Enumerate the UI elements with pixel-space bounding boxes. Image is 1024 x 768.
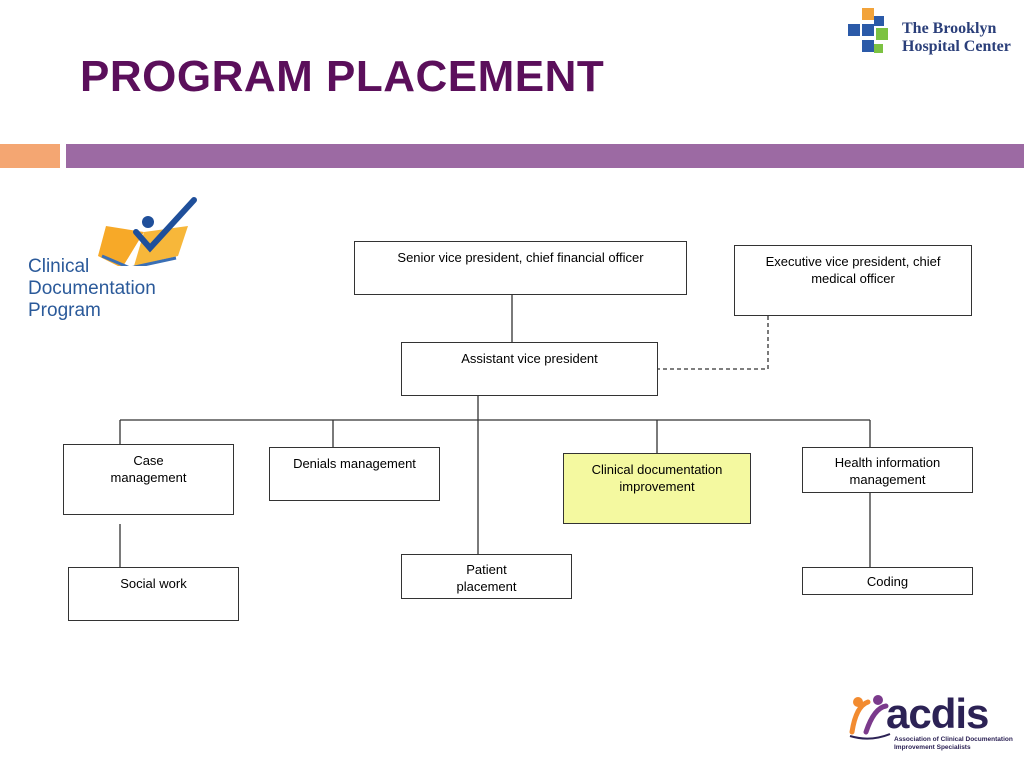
hospital-logo: The Brooklyn Hospital Center (846, 6, 1016, 60)
org-node-coding: Coding (802, 567, 973, 595)
accent-bar-purple (66, 144, 1024, 168)
hospital-name-line2: Hospital Center (902, 38, 1011, 55)
program-logo-text: Clinical Documentation Program (28, 256, 156, 322)
slide-title: PROGRAM PLACEMENT (80, 52, 605, 101)
org-node-social-work: Social work (68, 567, 239, 621)
org-node-svp-cfo: Senior vice president, chief financial o… (354, 241, 687, 295)
hospital-name-line1: The Brooklyn (902, 20, 997, 37)
acdis-figures-icon (849, 695, 891, 740)
org-node-cdi-highlighted: Clinical documentation improvement (563, 453, 751, 524)
hospital-name: The Brooklyn Hospital Center (902, 20, 1011, 56)
org-node-him: Health information management (802, 447, 973, 493)
program-logo-line2: Documentation (28, 278, 156, 299)
org-node-patient-placement: Patient placement (401, 554, 572, 599)
acdis-wordmark: acdis (886, 690, 989, 737)
edge-evp-to-avp-dashed (658, 316, 769, 370)
accent-bar-orange (0, 144, 60, 168)
program-logo: Clinical Documentation Program (26, 196, 202, 326)
open-book-icon (98, 197, 197, 266)
hospital-cross-icon (848, 8, 888, 53)
org-node-evp-cmo: Executive vice president, chief medical … (734, 245, 972, 316)
acdis-tagline-line1: Association of Clinical Documentation (894, 736, 1013, 743)
acdis-logo: acdis Association of Clinical Documentat… (846, 690, 1016, 760)
org-node-denials-management: Denials management (269, 447, 440, 501)
program-logo-line3: Program (28, 300, 101, 321)
program-logo-line1: Clinical (28, 256, 90, 277)
org-node-avp: Assistant vice president (401, 342, 658, 396)
org-node-case-management: Case management (63, 444, 234, 515)
acdis-tagline-line2: Improvement Specialists (894, 744, 971, 751)
acdis-tagline: Association of Clinical Documentation Im… (894, 736, 1013, 752)
